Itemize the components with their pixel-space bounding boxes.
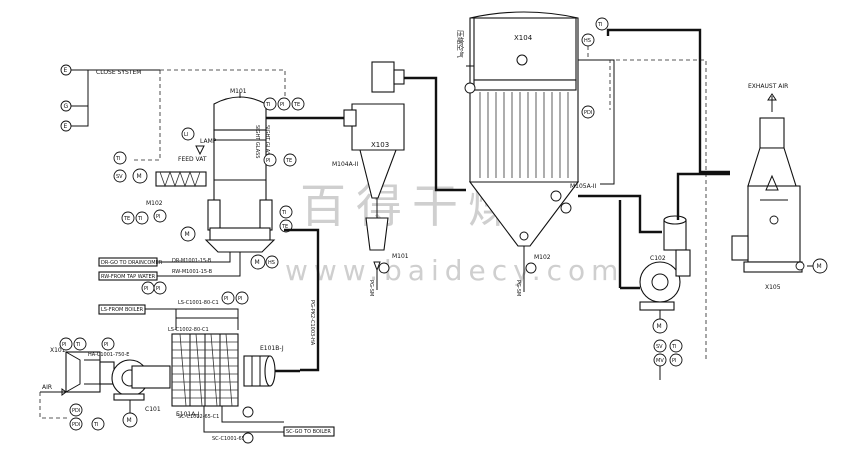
svg-text:M: M — [185, 231, 190, 238]
instruments-left: TI SV TE TI PI M LI TI PI TE PI TE TI TE… — [113, 97, 305, 270]
m104a-label: M104A-II — [332, 161, 359, 168]
watermark-url: www.baidecy.com — [285, 254, 624, 287]
lamp-label: LAMP — [200, 138, 217, 145]
exhaust-tower-x105: EXHAUST AIR M X105 — [731, 83, 828, 291]
svg-text:PI: PI — [144, 286, 149, 292]
x101-label: X101 — [50, 347, 66, 354]
sc-line-b-label: SC-C1001-65-C1 — [212, 436, 253, 442]
exhaust-air-label: EXHAUST AIR — [748, 83, 788, 90]
svg-text:TI: TI — [93, 422, 99, 428]
svg-text:PI: PI — [104, 342, 109, 348]
vertical-pipe-label: PG-PK2-C1003-HA — [309, 300, 315, 346]
cyclone-x103: X103 M101 M104A-II PG-SM — [332, 61, 466, 296]
pg-right-label: PG-SM — [515, 280, 521, 296]
x105-label: X105 — [765, 284, 781, 291]
svg-text:SV: SV — [116, 174, 123, 180]
symbol-e2-text: E — [64, 123, 68, 130]
bag-filter-x104: X104 M102 PG-SM 压缩空气 HS TI PDI M105A-II — [456, 11, 730, 362]
svg-text:HS: HS — [584, 38, 591, 44]
svg-text:PI: PI — [266, 158, 271, 164]
ls-line-a-label: LS-C1001-80-C1 — [178, 300, 219, 306]
sc-tag: SC-GO TO BOILER — [286, 429, 331, 435]
sight-glass-label-2: SIGHT GLASS — [254, 125, 260, 158]
svg-text:PDI: PDI — [72, 422, 80, 428]
x104-label: X104 — [514, 34, 533, 42]
svg-text:TI: TI — [265, 102, 271, 108]
hot-air-duct — [284, 228, 320, 372]
watermark: 百得干燥 www.baidecy.com — [285, 179, 624, 287]
utility-lines: DR-GO TO DRAINCOMER DR-M1001-15-B RW-FRO… — [98, 252, 241, 295]
svg-text:PI: PI — [238, 296, 243, 302]
svg-text:PI: PI — [672, 358, 677, 364]
rw-line-label: RW-M1001-15-B — [172, 269, 213, 275]
svg-text:PDI: PDI — [584, 110, 592, 116]
svg-text:TI: TI — [597, 22, 603, 28]
air-label: AIR — [42, 384, 52, 391]
ls-tag: LS-FROM BOILER — [101, 307, 144, 313]
motor-m102-text: M — [137, 173, 142, 180]
sight-glass-label-1: SIGHT GLASS — [264, 125, 270, 158]
svg-text:M: M — [657, 323, 662, 330]
symbol-g-text: G — [64, 103, 69, 110]
steam-heaters: LS-FROM BOILER LS-C1001-80-C1 LS-C1002-8… — [98, 291, 335, 444]
svg-text:TI: TI — [137, 216, 143, 222]
svg-text:HS: HS — [268, 260, 275, 266]
svg-text:LI: LI — [184, 132, 188, 138]
svg-text:M: M — [127, 417, 132, 424]
svg-text:PI: PI — [224, 296, 229, 302]
feed-screw-m102: M102 M — [132, 168, 207, 207]
ls-line-b-label: LS-C1002-80-C1 — [168, 327, 209, 333]
svg-text:TI: TI — [281, 210, 287, 216]
svg-text:TE: TE — [281, 224, 288, 230]
m101-bottom-label: M101 — [392, 253, 409, 260]
svg-text:M: M — [255, 259, 260, 266]
close-system-loop: E G E CLOSE SYSTEM — [60, 64, 286, 161]
motor-c102-icon — [652, 318, 668, 334]
rw-tag: RW-FROM TAP WATER — [101, 274, 156, 280]
spray-dryer-m101: M101 SIGHT GLASS SIGHT GLASS LAMP FEED V… — [178, 88, 345, 253]
svg-text:PI: PI — [156, 286, 161, 292]
svg-text:PI: PI — [62, 342, 67, 348]
exhaust-fan-c102: C102 M SV MV TI PI — [578, 172, 730, 380]
svg-text:TI: TI — [115, 156, 121, 162]
m102-bottom-label: M102 — [534, 254, 551, 261]
dr-line-label: DR-M1001-15-B — [172, 258, 212, 264]
pg-left-label: PG-SM — [368, 280, 374, 296]
compressed-air-label: 压缩空气 — [456, 30, 465, 58]
m105a-label: M105A-II — [570, 183, 597, 190]
close-system-label: CLOSE SYSTEM — [96, 69, 141, 76]
ha-line-label: HA-C1001-750-E — [88, 352, 129, 358]
svg-text:TE: TE — [123, 216, 130, 222]
sc-line-a-label: SC-C1002-65-C1 — [178, 414, 219, 420]
svg-text:TI: TI — [75, 342, 81, 348]
m102-left-label: M102 — [146, 200, 163, 207]
svg-text:M: M — [817, 263, 822, 270]
svg-text:TE: TE — [293, 102, 300, 108]
c101-label: C101 — [145, 406, 161, 413]
c102-label: C102 — [650, 255, 666, 262]
motor-m102-icon — [132, 168, 148, 184]
symbol-e-text: E — [64, 67, 68, 74]
svg-text:PI: PI — [280, 102, 285, 108]
svg-text:MV: MV — [656, 358, 664, 364]
m101-label: M101 — [230, 88, 247, 95]
svg-text:SV: SV — [656, 344, 663, 350]
svg-text:TI: TI — [671, 344, 677, 350]
air-inlet-fan: X101 AIR C101 M HA-C1001-750-E PI TI PI … — [39, 337, 171, 431]
svg-text:PDI: PDI — [72, 408, 80, 414]
e101a-label: E101A-J — [176, 411, 200, 418]
svg-text:TE: TE — [285, 158, 292, 164]
feed-vat-label: FEED VAT — [178, 156, 207, 163]
dr-tag: DR-GO TO DRAINCOMER — [101, 260, 163, 266]
x103-label: X103 — [371, 141, 389, 149]
svg-text:PI: PI — [156, 214, 161, 220]
e101b-label: E101B-J — [260, 345, 284, 352]
